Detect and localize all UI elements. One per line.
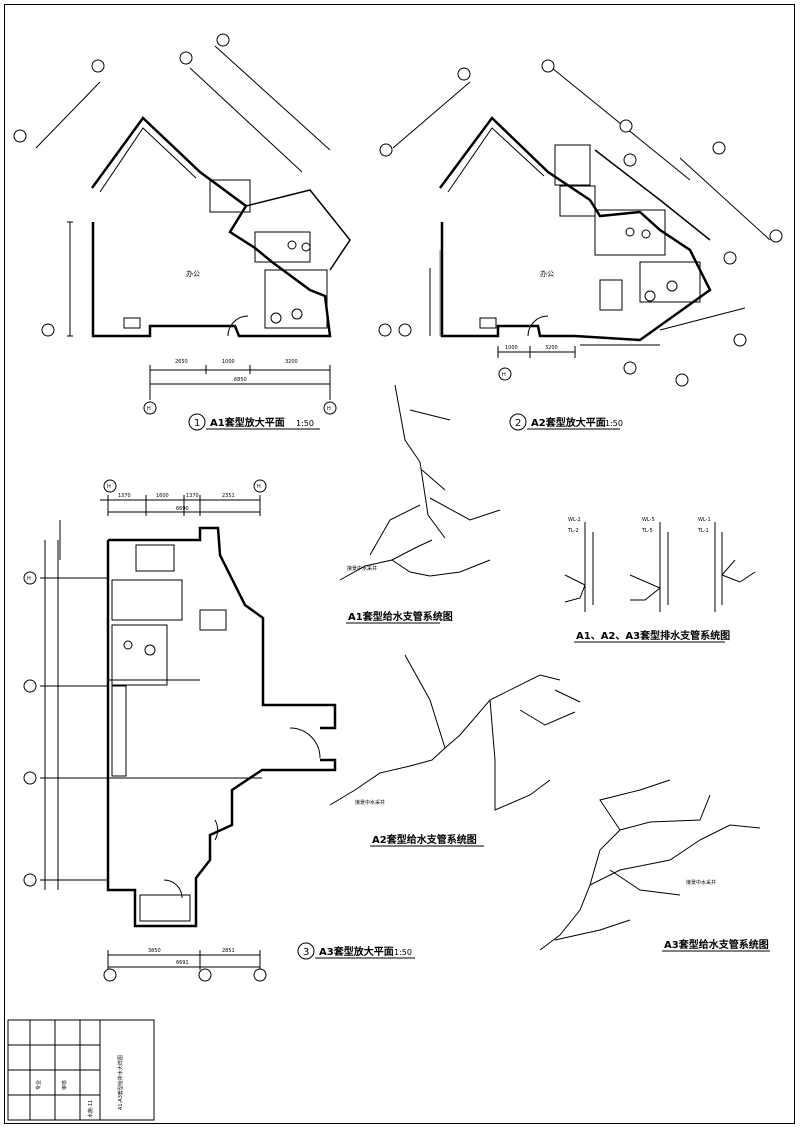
a2-plan-title: A2套型放大平面: [531, 416, 606, 429]
a3-dim-total-bottom: 6691: [176, 960, 189, 966]
drain-riser-2a: WL-5: [642, 517, 655, 523]
a1-dim-1: 2650: [175, 359, 188, 365]
a1-supply-note: 接景中水采井: [347, 565, 377, 572]
a3-plan-number: 3: [303, 947, 309, 958]
drain-riser-3a: WL-1: [698, 517, 711, 523]
a3-supply-note: 接景中水采井: [686, 879, 716, 886]
axis-label: H: [147, 406, 151, 412]
a3-dim-bottom-1: 3850: [148, 948, 161, 954]
a1-supply-iso: [339, 384, 501, 581]
a1-supply-title: A1套型给水支管系统图: [348, 610, 453, 623]
a1-dim-total: 6850: [234, 377, 247, 383]
a3-supply-iso: [539, 779, 761, 951]
drain-riser-1a: WL-2: [568, 517, 581, 523]
axis-label: H: [502, 372, 506, 378]
a1-dim-2: 1000: [222, 359, 235, 365]
drainage-iso: [564, 522, 756, 612]
a3-dim-total: 6690: [176, 506, 189, 512]
drain-riser-1b: TL-2: [567, 528, 579, 534]
a2-supply-note: 接景中水采井: [355, 799, 385, 806]
axis-label: H: [27, 576, 31, 582]
title-block-col1: 专业: [35, 1080, 42, 1090]
a2-plan: [392, 67, 771, 358]
a1-dim-3: 3200: [285, 359, 298, 365]
a2-dim-1: 1000: [505, 345, 518, 351]
axis-label: H: [327, 406, 331, 412]
a2-plan-scale: 1:50: [605, 419, 623, 428]
drainage-title: A1、A2、A3套型排水支管系统图: [576, 629, 730, 642]
a1-plan-scale: 1:50: [296, 419, 314, 428]
drain-riser-2b: TL-5: [641, 528, 653, 534]
a3-plan: [40, 495, 337, 975]
a1-plan: [35, 45, 351, 400]
a2-plan-number: 2: [515, 418, 521, 429]
a3-plan-scale: 1:50: [394, 948, 412, 957]
a2-dim-2: 3200: [545, 345, 558, 351]
sheet-border: [4, 4, 795, 1124]
title-block-sheet-no: 水施-11: [87, 1100, 94, 1118]
a1-room-label: 办公: [186, 269, 200, 278]
axis-label: H: [107, 484, 111, 490]
title-markers: [188, 413, 770, 960]
a3-dim-bottom-2: 2851: [222, 948, 235, 954]
a3-plan-title: A3套型放大平面: [319, 945, 394, 958]
drain-riser-3b: TL-1: [697, 528, 709, 534]
a1-plan-number: 1: [194, 418, 200, 429]
axis-label: H: [257, 484, 261, 490]
a3-dim-top-2: 1600: [156, 493, 169, 499]
a3-supply-title: A3套型给水支管系统图: [664, 938, 769, 951]
title-block-grid: [7, 1019, 155, 1121]
a2-supply-title: A2套型给水支管系统图: [372, 833, 477, 846]
a3-dim-top-3: 1370: [186, 493, 199, 499]
title-block-col2: 审核: [61, 1080, 68, 1090]
a2-supply-iso: [329, 654, 581, 811]
a3-dim-top-4: 2351: [222, 493, 235, 499]
a1-plan-title: A1套型放大平面: [210, 416, 285, 429]
title-block-drawing-name: A1-A3套型给排水大样图: [117, 1055, 124, 1110]
a2-room-label: 办公: [540, 269, 554, 278]
a3-dim-top-1: 1370: [118, 493, 131, 499]
